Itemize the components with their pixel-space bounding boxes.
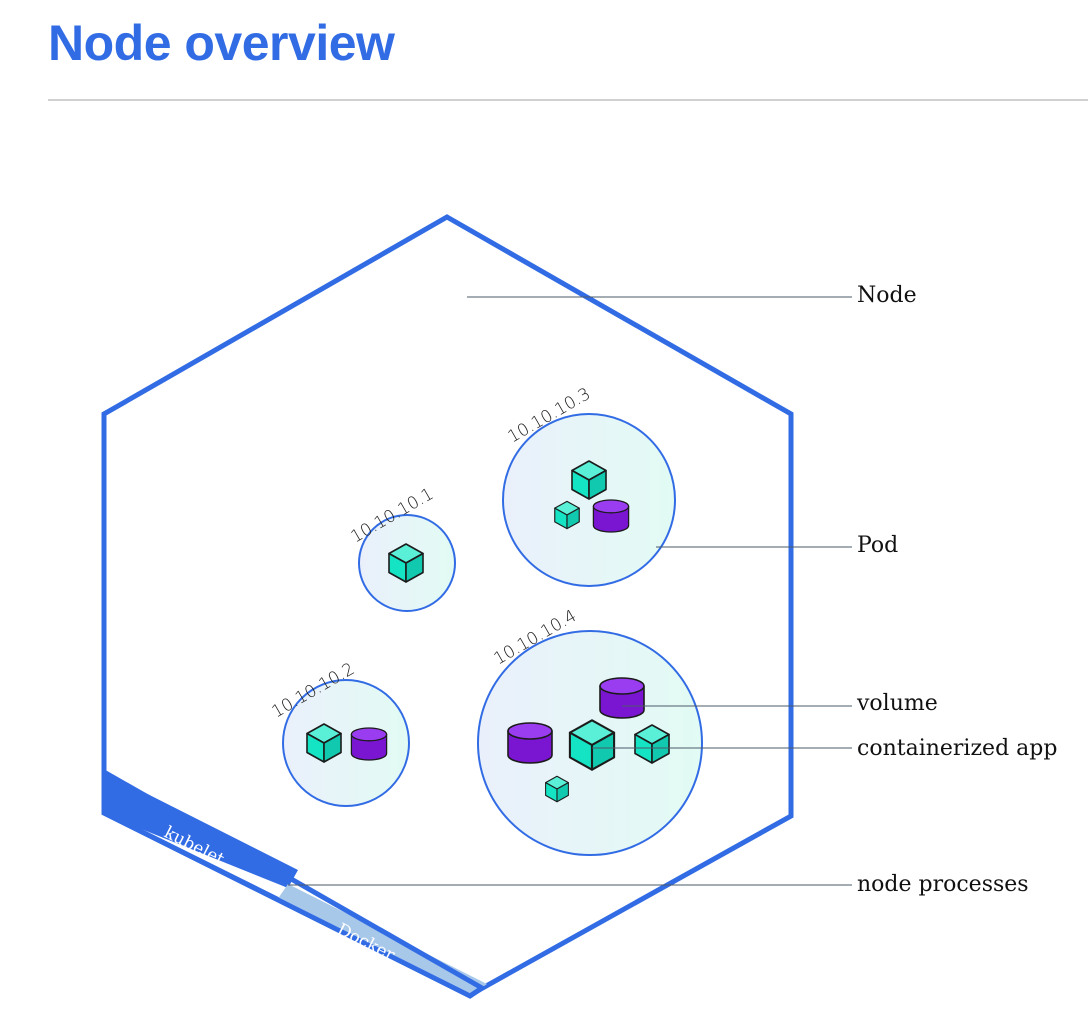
node-callout-label: Node <box>857 283 917 308</box>
title-divider <box>48 99 1088 101</box>
volume-cylinder-icon <box>507 722 553 764</box>
volume-cylinder-icon <box>350 727 388 761</box>
volume-cylinder-icon <box>599 677 645 719</box>
containerized-app-callout-label: containerized app <box>857 736 1057 761</box>
docker-band <box>277 884 487 996</box>
pod-callout-label: Pod <box>857 533 898 558</box>
page-title: Node overview <box>48 15 395 71</box>
node-hexagon <box>101 214 794 998</box>
pod-circle <box>282 679 410 807</box>
callout-lines <box>288 296 852 886</box>
node-processes-callout-label: node processes <box>857 872 1029 897</box>
volume-callout-label: volume <box>856 691 938 716</box>
volume-cylinder-icon <box>592 499 630 533</box>
pod-10-10-10-3: 10.10.10.3 <box>502 384 676 587</box>
pod-circle <box>502 413 676 587</box>
